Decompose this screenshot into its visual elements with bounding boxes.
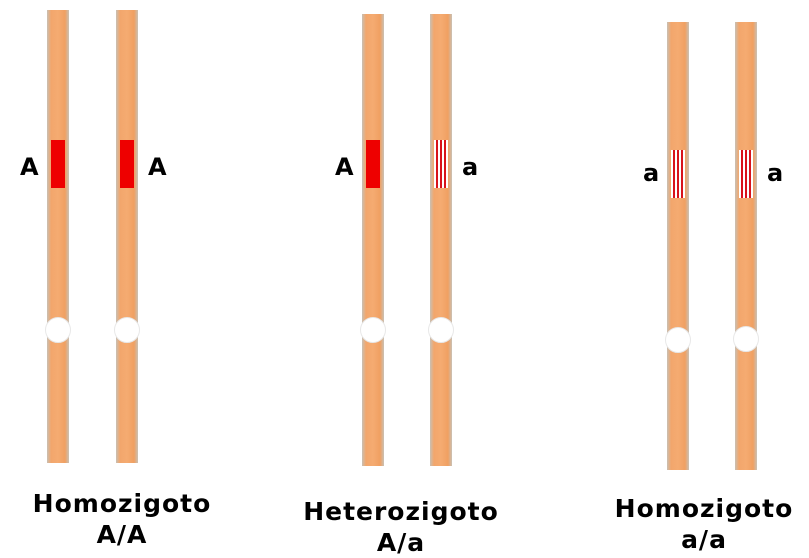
chromosome-2-right [430,14,452,466]
allele-label-2-right: a [462,155,478,179]
allele-label-3-right: a [767,161,783,185]
caption-genotype: A/A [2,520,242,550]
dominant-allele-band [366,140,380,188]
allele-label-1-right: A [148,155,167,179]
centromere [733,326,759,352]
centromere [428,317,454,343]
recessive-allele-band [739,150,753,198]
chromosome-3-left [667,22,689,470]
caption-genotype: A/a [281,528,521,558]
caption-genotype: a/a [584,525,809,555]
centromere [114,317,140,343]
caption-heterozygous: Heterozigoto A/a [281,496,521,558]
allele-label-1-left: A [20,155,39,179]
centromere [360,317,386,343]
dominant-allele-band [51,140,65,188]
allele-label-2-left: A [335,155,354,179]
centromere [45,317,71,343]
centromere [665,327,691,353]
caption-type: Homozigoto [584,493,809,525]
recessive-allele-band [671,150,685,198]
chromosome-2-left [362,14,384,466]
chromosome-1-left [47,10,69,463]
caption-homozygous-dominant: Homozigoto A/A [2,488,242,550]
chromosome-1-right [116,10,138,463]
allele-label-3-left: a [643,161,659,185]
caption-type: Homozigoto [2,488,242,520]
chromosome-3-right [735,22,757,470]
recessive-allele-band [434,140,448,188]
caption-type: Heterozigoto [281,496,521,528]
dominant-allele-band [120,140,134,188]
caption-homozygous-recessive: Homozigoto a/a [584,493,809,555]
